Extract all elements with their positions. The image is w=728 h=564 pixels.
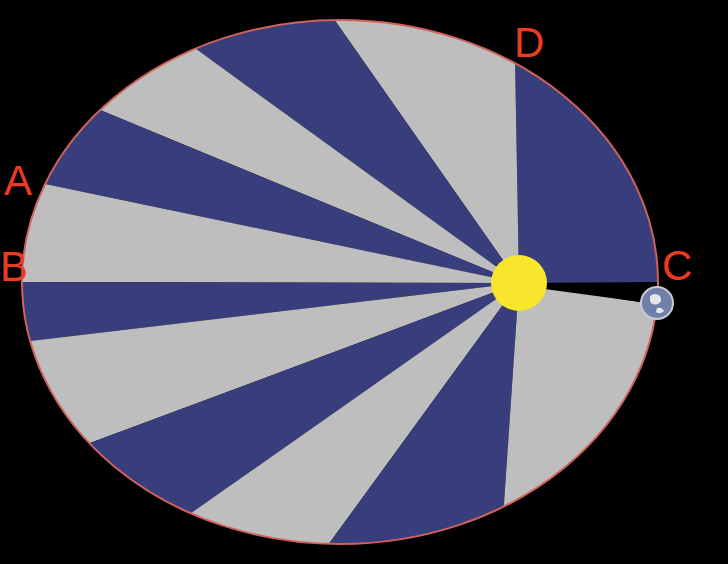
area-sector: [22, 184, 519, 283]
earth-clouds: [650, 294, 664, 313]
earth-disc: [641, 287, 673, 319]
point-label: C: [662, 245, 692, 287]
point-label: B: [0, 246, 28, 288]
earth: [641, 287, 673, 319]
orbit-ellipse: [22, 20, 658, 544]
point-label: A: [4, 160, 32, 202]
area-sector: [329, 283, 519, 544]
sun: [491, 255, 547, 311]
point-label: D: [514, 22, 544, 64]
area-sector: [504, 283, 657, 507]
area-sectors: [22, 20, 658, 544]
area-sector: [515, 63, 658, 283]
area-sector: [191, 283, 519, 544]
